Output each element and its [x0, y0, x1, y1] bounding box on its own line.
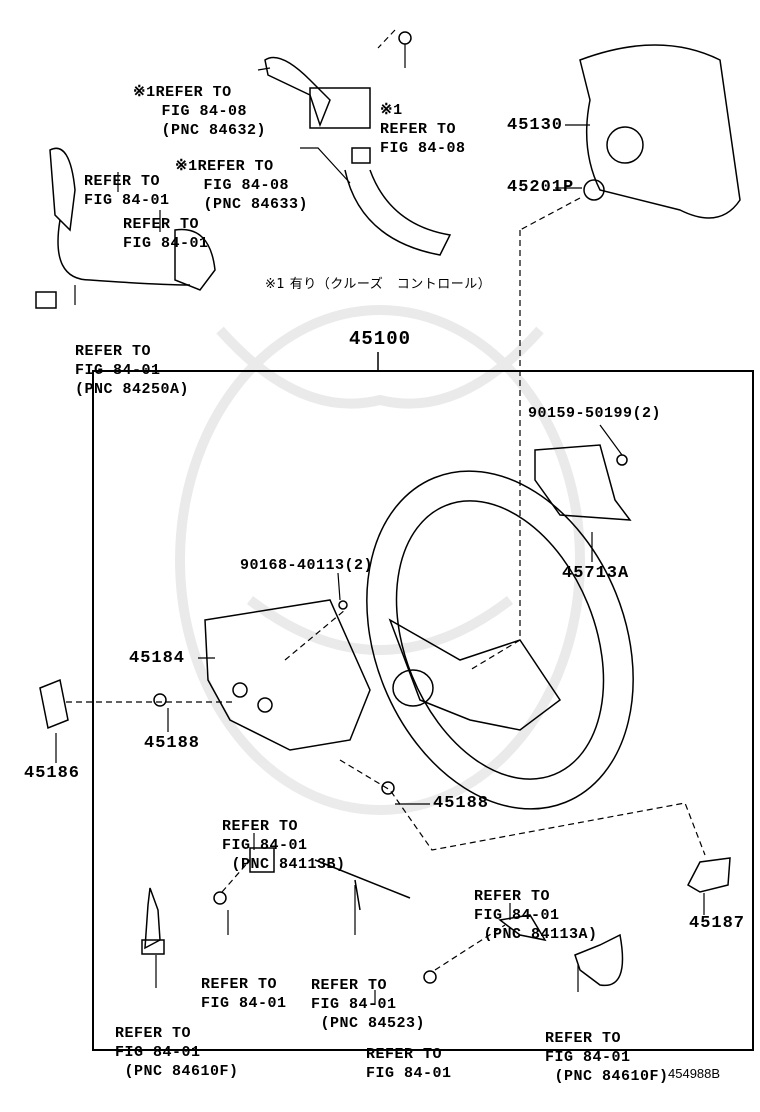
part-number-45130[interactable]: 45130: [507, 116, 564, 135]
watermark-emblem: [175, 305, 585, 815]
part-number-45186[interactable]: 45186: [24, 764, 81, 783]
rear-cover-45184: [204, 599, 371, 751]
steering-pad-switch: [49, 147, 76, 232]
cover-45713A: [534, 444, 632, 521]
nut-45201P: [583, 179, 605, 201]
part-number-45188-right[interactable]: 45188: [433, 794, 490, 813]
spiral-cable-harness: [344, 169, 452, 256]
part-number-45184[interactable]: 45184: [129, 649, 186, 668]
part-number-90168-40113[interactable]: 90168-40113(2): [240, 557, 374, 574]
figure-code: 454988B: [668, 1066, 721, 1081]
combination-switch: [264, 56, 331, 128]
assembly-box: [92, 370, 754, 1051]
part-number-90159-50199[interactable]: 90159-50199(2): [528, 405, 662, 422]
part-number-45100[interactable]: 45100: [349, 328, 412, 350]
part-number-45187[interactable]: 45187: [689, 914, 746, 933]
switch-wire-harness: [57, 219, 191, 286]
cover-45186: [39, 678, 69, 730]
cover-45187: [687, 857, 731, 893]
part-number-45713A[interactable]: 45713A: [562, 564, 630, 583]
steering-wheel: [366, 470, 634, 810]
wire-harness-84523: [314, 859, 411, 911]
airbag-45130: [579, 44, 741, 219]
callout-refer-84632: ※1REFER TO FIG 84-08 (PNC 84632): [133, 84, 267, 139]
callout-refer-84633: ※1REFER TO FIG 84-08 (PNC 84633): [175, 158, 309, 213]
part-number-45201P[interactable]: 45201P: [507, 178, 575, 197]
part-number-45188-left[interactable]: 45188: [144, 734, 201, 753]
cruise-control-note: ※1 有り（クルーズ コントロール）: [265, 277, 492, 292]
